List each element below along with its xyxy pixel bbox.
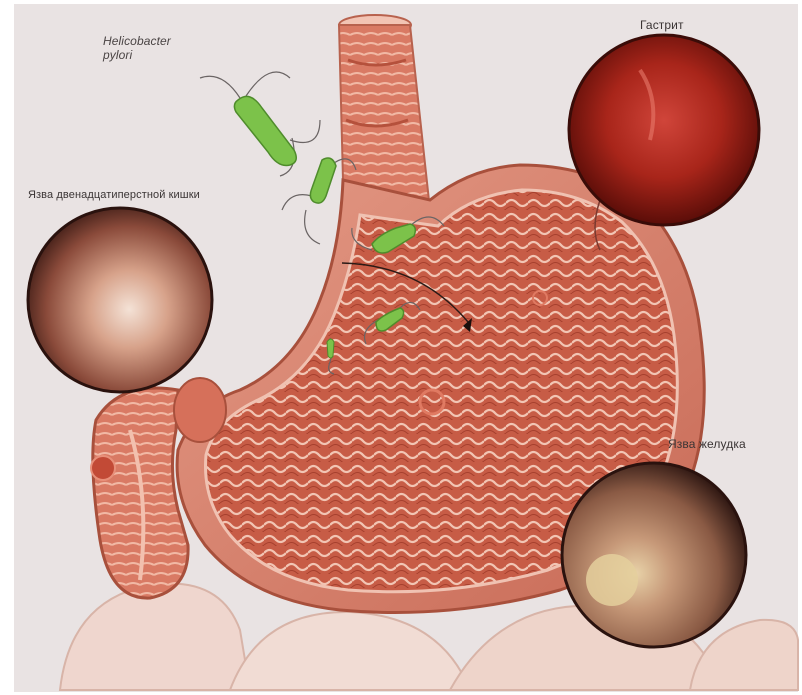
duodenal-ulcer-lens — [28, 208, 212, 392]
gastric-ulcer-label: Язва желудка — [668, 437, 746, 451]
helicobacter-bacterium — [200, 72, 320, 176]
gastritis-label: Гастрит — [640, 18, 684, 32]
helicobacter-label-line2: pylori — [103, 48, 171, 62]
duodenal-ulcer-label: Язва двенадцатиперстной кишки — [28, 188, 200, 202]
helicobacter-label: Helicobacter pylori — [103, 34, 171, 62]
helicobacter-label-line1: Helicobacter — [103, 34, 171, 48]
gastric-ulcer-lens — [562, 463, 746, 647]
